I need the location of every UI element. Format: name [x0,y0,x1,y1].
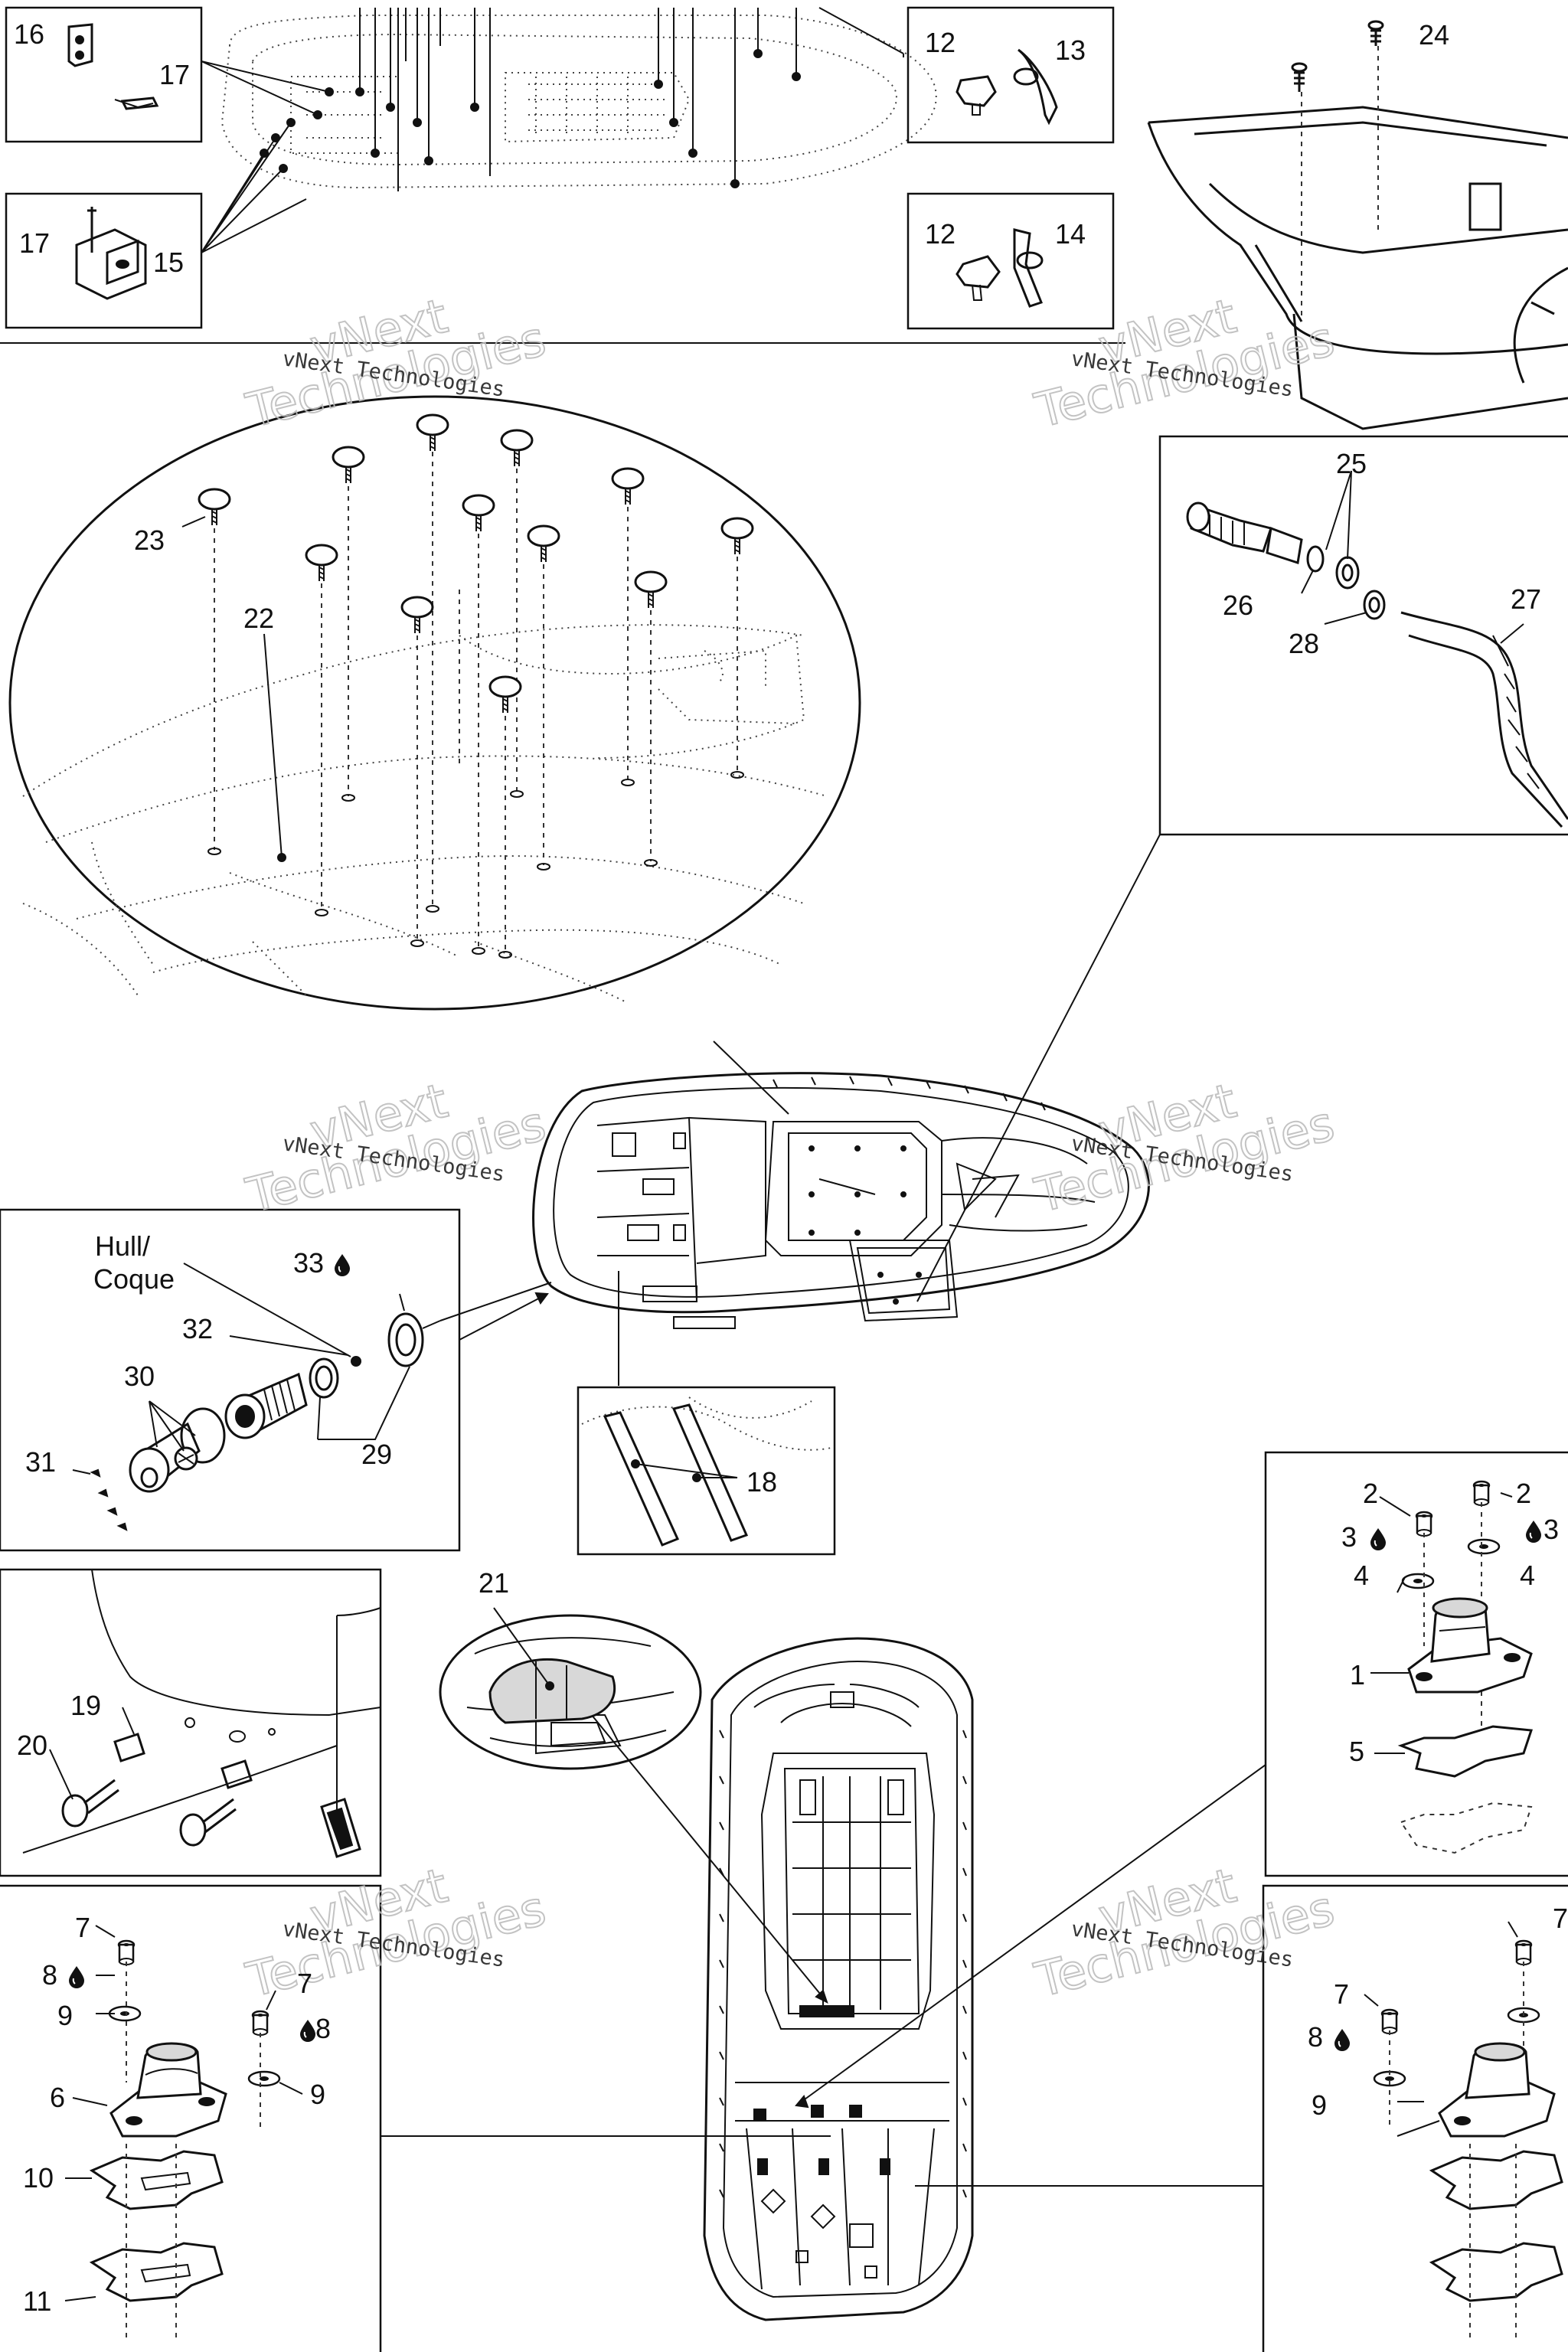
callout-6: 6 [50,2082,65,2113]
callout-2: 2 [1363,1478,1378,1509]
callout-1: 1 [1350,1659,1365,1690]
callout-28: 28 [1289,628,1319,659]
callout-11: 11 [23,2285,51,2317]
droplet-icon [68,1965,85,1989]
center-hull [459,834,1161,1386]
callouts: 16 17 17 15 12 13 12 14 24 25 26 27 28 2… [14,18,1568,2317]
droplet-icon [299,2019,316,2043]
hull-top-outline [220,15,937,189]
coque-label: Coque [93,1263,175,1295]
callout-18: 18 [746,1466,777,1498]
callout-12: 12 [925,27,956,58]
callout-7: 7 [1334,1978,1349,2010]
callout-33: 33 [293,1247,324,1279]
callout-8: 8 [315,2013,331,2044]
inset-15-17 [5,192,203,329]
inset-16-17 [5,6,203,143]
callout-4: 4 [1520,1560,1535,1591]
callout-15: 15 [153,247,184,278]
callout-21: 21 [479,1567,509,1599]
callout-31: 31 [25,1446,56,1478]
inset-mount-6-11 [0,1884,382,2352]
callout-9: 9 [57,2000,73,2031]
oval-rivets [198,413,754,959]
callout-4: 4 [1354,1560,1369,1591]
hull-label: Hull/ [95,1230,150,1262]
callout-14: 14 [1055,218,1086,250]
callout-19: 19 [70,1690,101,1721]
callout-5: 5 [1349,1736,1364,1767]
storage-bin [1147,20,1568,430]
callout-9: 9 [310,2079,325,2110]
callout-3: 3 [1544,1514,1559,1545]
callout-16: 16 [14,18,44,50]
top-leader-lines [0,7,1125,344]
bottom-hull-top [381,1637,1266,2321]
callout-27: 27 [1511,583,1541,615]
oval-inset [8,395,861,1011]
callout-25: 25 [1336,448,1367,479]
inset-mount-1-5 [1264,1451,1568,1877]
droplet-icon [1370,1527,1387,1551]
inset-19-20 [0,1568,382,1877]
inset-mount-7-9-right [1262,1884,1568,2352]
inset-12-14 [906,192,1115,330]
callout-17: 17 [19,227,50,259]
callout-7: 7 [75,1912,90,1943]
callout-8: 8 [42,1959,57,1991]
inset-hull-fitting [0,1208,552,1552]
droplet-icon [1334,2028,1351,2052]
callout-7: 7 [1553,1903,1568,1934]
callout-23: 23 [134,524,165,556]
callout-13: 13 [1055,34,1086,66]
inset-strips-18 [577,1386,836,1556]
droplet-icon [334,1253,351,1277]
callout-20: 20 [17,1730,47,1761]
callout-29: 29 [361,1439,392,1470]
inset-12-13 [906,6,1115,144]
inset-25-28 [1158,435,1568,836]
callout-7: 7 [297,1968,312,1999]
callout-30: 30 [124,1361,155,1392]
callout-8: 8 [1308,2021,1323,2053]
callout-3: 3 [1341,1521,1357,1553]
callout-26: 26 [1223,590,1253,621]
callout-24: 24 [1419,19,1449,51]
callout-12: 12 [925,218,956,250]
callout-32: 32 [182,1313,213,1344]
callout-22: 22 [243,603,274,634]
callout-2: 2 [1516,1478,1531,1509]
callout-9: 9 [1312,2089,1327,2121]
callout-10: 10 [23,2162,54,2194]
callout-17: 17 [159,59,190,90]
droplet-icon [1525,1520,1542,1544]
inset-21-oval [439,1607,702,1770]
